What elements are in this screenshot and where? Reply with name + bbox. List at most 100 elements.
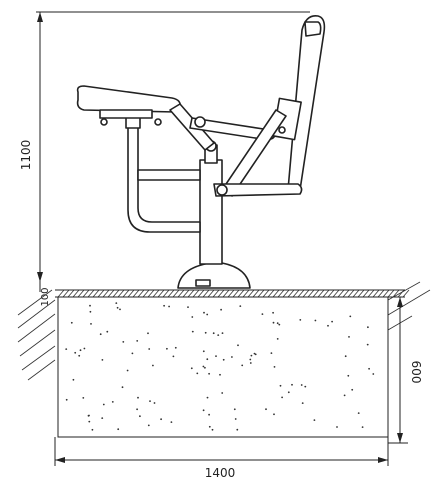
ground-hatch-stroke xyxy=(242,289,250,298)
speckle-dot xyxy=(203,311,205,314)
ground-hatch-stroke xyxy=(367,289,375,298)
ground-hatch-stroke xyxy=(362,289,370,298)
speckle-dot xyxy=(126,369,129,372)
speckle-dot xyxy=(304,385,307,388)
speckle-dot xyxy=(115,302,118,304)
ground-hatch-stroke xyxy=(132,289,140,298)
speckle-dot xyxy=(314,319,317,322)
speckle-dot xyxy=(343,394,346,397)
speckle-dot xyxy=(221,332,224,334)
ground-hatch-stroke xyxy=(227,289,235,298)
speckle-dot xyxy=(215,355,217,357)
ground-hatch-stroke xyxy=(327,289,335,298)
ground-hatch-stroke xyxy=(212,289,220,298)
speckle-dot xyxy=(331,320,333,323)
speckle-dot xyxy=(116,306,119,309)
speckle-dot xyxy=(367,326,369,329)
speckle-dot xyxy=(344,355,347,358)
ground-hatch-stroke xyxy=(152,289,160,298)
speckle-dot xyxy=(261,313,264,315)
ground-hatch-stroke xyxy=(177,289,185,298)
speckle-dot xyxy=(119,308,121,311)
ground-hatch-stroke xyxy=(277,289,285,298)
speckle-dot xyxy=(219,373,221,376)
backrest xyxy=(272,14,326,191)
speckle-dot xyxy=(349,315,352,318)
ground-hatch-stroke xyxy=(112,289,120,298)
speckle-dot xyxy=(79,349,82,352)
speckle-dot xyxy=(90,323,92,325)
speckle-dot xyxy=(348,336,350,338)
speckle-dot xyxy=(83,347,86,350)
dimension-1400: 1400 xyxy=(54,437,389,480)
ground-hatch-stroke xyxy=(77,289,85,298)
speckle-dot xyxy=(147,332,149,335)
speckle-dot xyxy=(152,364,154,367)
speckle-dot xyxy=(336,426,338,428)
ground-hatch-stroke xyxy=(342,289,350,298)
ground-hatch-stroke xyxy=(272,289,280,298)
ground-hatch-stroke xyxy=(352,289,360,298)
speckle-dot xyxy=(221,392,224,394)
ground-hatch-stroke xyxy=(142,289,150,298)
dimension-600-label: 600 xyxy=(409,361,423,384)
speckle-dot xyxy=(78,354,81,357)
ground-hatch-stroke xyxy=(312,289,320,298)
ground-hatch-stroke xyxy=(382,289,390,298)
ground-hatch-stroke xyxy=(207,289,215,298)
speckle-dot xyxy=(241,364,244,367)
speckle-dot xyxy=(82,397,85,399)
ground-hatch-stroke xyxy=(107,289,115,298)
ground-hatch-stroke xyxy=(92,289,100,298)
speckle-dot xyxy=(204,366,206,369)
speckle-dot xyxy=(136,340,139,342)
ground-hatch-stroke xyxy=(137,289,145,298)
speckle-dot xyxy=(70,321,73,324)
ground-hatch-stroke xyxy=(122,289,130,298)
speckle-dot xyxy=(99,333,102,336)
ground-hatch-stroke xyxy=(332,289,340,298)
ground-hatch-stroke xyxy=(377,289,385,298)
ground-hatch-stroke xyxy=(202,289,210,298)
speckle-dot xyxy=(206,358,209,361)
speckle-dot xyxy=(137,396,139,399)
speckle-dot xyxy=(106,330,109,333)
speckle-dot xyxy=(170,421,173,423)
speckle-dot xyxy=(212,332,215,335)
speckle-dot xyxy=(276,338,279,340)
ground-hatch-stroke xyxy=(72,289,80,298)
speckle-dot xyxy=(272,321,275,324)
ground-hatch-stroke xyxy=(282,289,290,298)
speckle-dot xyxy=(270,352,273,354)
speckle-dot xyxy=(160,418,163,421)
speckle-dot xyxy=(279,384,282,387)
equipment-base xyxy=(177,262,251,289)
speckle-dot xyxy=(233,408,236,411)
speckle-dot xyxy=(139,415,141,418)
dimension-1400-label: 1400 xyxy=(205,466,236,480)
speckle-dot xyxy=(372,373,375,375)
ground-hatch-stroke xyxy=(117,289,125,298)
ground-hatch-stroke xyxy=(297,289,305,298)
speckle-dot xyxy=(102,403,105,406)
speckle-dot xyxy=(191,316,194,318)
speckle-dot xyxy=(276,322,279,325)
speckle-dot xyxy=(299,319,302,321)
ground-hatch-stroke xyxy=(62,289,70,298)
speckle-dot xyxy=(174,346,177,349)
speckle-dot xyxy=(347,374,350,377)
speckle-dot xyxy=(217,334,220,336)
speckle-dot xyxy=(202,409,205,412)
speckle-dot xyxy=(168,305,171,308)
speckle-dot xyxy=(300,384,303,386)
ground-hatch-stroke xyxy=(292,289,300,298)
speckle-dot xyxy=(211,428,214,431)
ground-hatch-stroke xyxy=(237,289,245,298)
ground-hatch-stroke xyxy=(187,289,195,298)
speckle-dot xyxy=(204,331,207,334)
seat-support-frame xyxy=(125,115,201,233)
speckle-dot xyxy=(74,351,77,354)
speckle-dot xyxy=(239,305,242,307)
diagonal-arm xyxy=(213,109,303,197)
